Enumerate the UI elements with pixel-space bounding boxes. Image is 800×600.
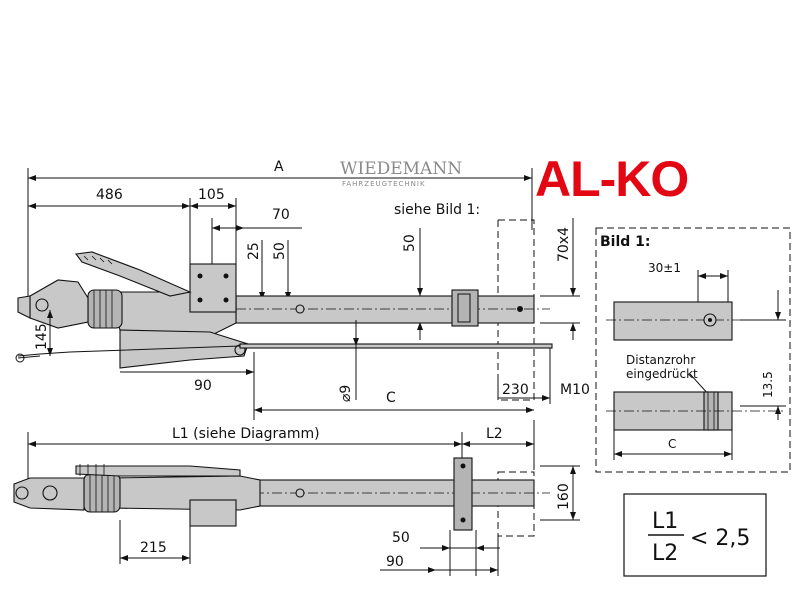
detail-bild-1: Bild 1: 30±1 13.5 Distanzrohr eingedrück… xyxy=(595,227,791,473)
formula-box xyxy=(623,493,767,577)
dimension-C: C xyxy=(254,390,534,413)
dimension-145: 145 xyxy=(34,310,53,356)
dimension-phi9: ⌀9 xyxy=(338,320,359,402)
label-25: 25 xyxy=(246,242,262,260)
label-90-bottom: 90 xyxy=(386,554,404,570)
dimension-L2: L2 xyxy=(462,420,535,470)
drawbar-plan-view xyxy=(13,457,550,531)
label-90-left: 90 xyxy=(194,378,212,394)
handbrake-lever xyxy=(74,251,192,297)
damper-strut xyxy=(119,329,249,369)
detail-box xyxy=(595,227,791,473)
formula-denominator: L2 xyxy=(652,541,678,566)
mount-plate-plan xyxy=(189,499,237,527)
label-siehe-bild: siehe Bild 1: xyxy=(394,202,480,218)
dimension-90-left: 90 xyxy=(120,352,255,420)
label-50-top: 50 xyxy=(272,242,288,260)
dimension-105: 105 xyxy=(190,187,237,266)
dimension-230: 230 xyxy=(497,348,551,404)
cross-bracket xyxy=(453,457,473,531)
coupling-head xyxy=(29,279,89,329)
label-L1: L1 (siehe Diagramm) xyxy=(172,426,320,442)
watermark-line2: FAHRZEUGTECHNIK xyxy=(342,180,426,188)
tube-bracket xyxy=(451,289,479,327)
lever-plan xyxy=(75,465,241,477)
drawbar-tube-side xyxy=(235,295,535,324)
detail-dim-C: C xyxy=(668,437,676,451)
detail-title: Bild 1: xyxy=(600,234,651,250)
label-M10: M10 xyxy=(560,382,590,398)
mount-plate xyxy=(189,263,237,313)
label-215: 215 xyxy=(140,540,167,556)
dimension-160: 160 xyxy=(540,465,580,521)
distanz-line2: eingedrückt xyxy=(626,367,698,381)
bellows xyxy=(87,289,123,329)
brake-rod xyxy=(239,343,553,349)
formula-relation: < 2,5 xyxy=(690,526,750,551)
dimension-215: 215 xyxy=(119,520,191,564)
alko-logo: AL-KO xyxy=(535,151,689,207)
dimension-50-bottom: 50 xyxy=(392,530,500,576)
dimension-486: 486 xyxy=(28,187,191,290)
distanz-line1: Distanzrohr xyxy=(626,353,695,367)
dimension-25-50: 25 50 xyxy=(246,240,291,300)
label-70: 70 xyxy=(272,207,290,223)
dimension-50-mid: 50 xyxy=(402,228,423,340)
label-70x4: 70x4 xyxy=(556,227,572,262)
label-50-bottom: 50 xyxy=(392,530,410,546)
label-145: 145 xyxy=(34,323,50,350)
label-50-mid: 50 xyxy=(402,234,418,252)
ratio-formula: L1 L2 < 2,5 xyxy=(623,493,767,577)
dimension-70x4: 70x4 xyxy=(540,218,580,340)
label-A: A xyxy=(274,159,284,175)
dimension-90-bottom: 90 xyxy=(380,536,499,576)
label-230: 230 xyxy=(502,382,529,398)
label-phi9: ⌀9 xyxy=(338,385,354,402)
drawbar-side-view xyxy=(15,251,553,369)
housing-plan xyxy=(109,475,261,511)
formula-numerator: L1 xyxy=(652,509,678,534)
detail-dim-30: 30±1 xyxy=(648,261,681,275)
label-486: 486 xyxy=(96,187,123,203)
detail-dim-13-5: 13.5 xyxy=(761,371,775,398)
dimension-L1: L1 (siehe Diagramm) xyxy=(27,426,463,490)
watermark-line1: WIEDEMANN xyxy=(340,159,462,179)
label-160: 160 xyxy=(556,483,572,510)
alko-logo-text: AL-KO xyxy=(535,151,688,207)
end-dashed-box-bottom xyxy=(497,471,535,537)
label-C: C xyxy=(386,390,396,406)
label-105: 105 xyxy=(198,187,225,203)
dimension-70: 70 xyxy=(211,207,302,266)
label-L2: L2 xyxy=(486,426,503,442)
dimension-A: A xyxy=(27,159,533,300)
wiedemann-watermark: WIEDEMANN FAHRZEUGTECHNIK xyxy=(340,159,462,188)
